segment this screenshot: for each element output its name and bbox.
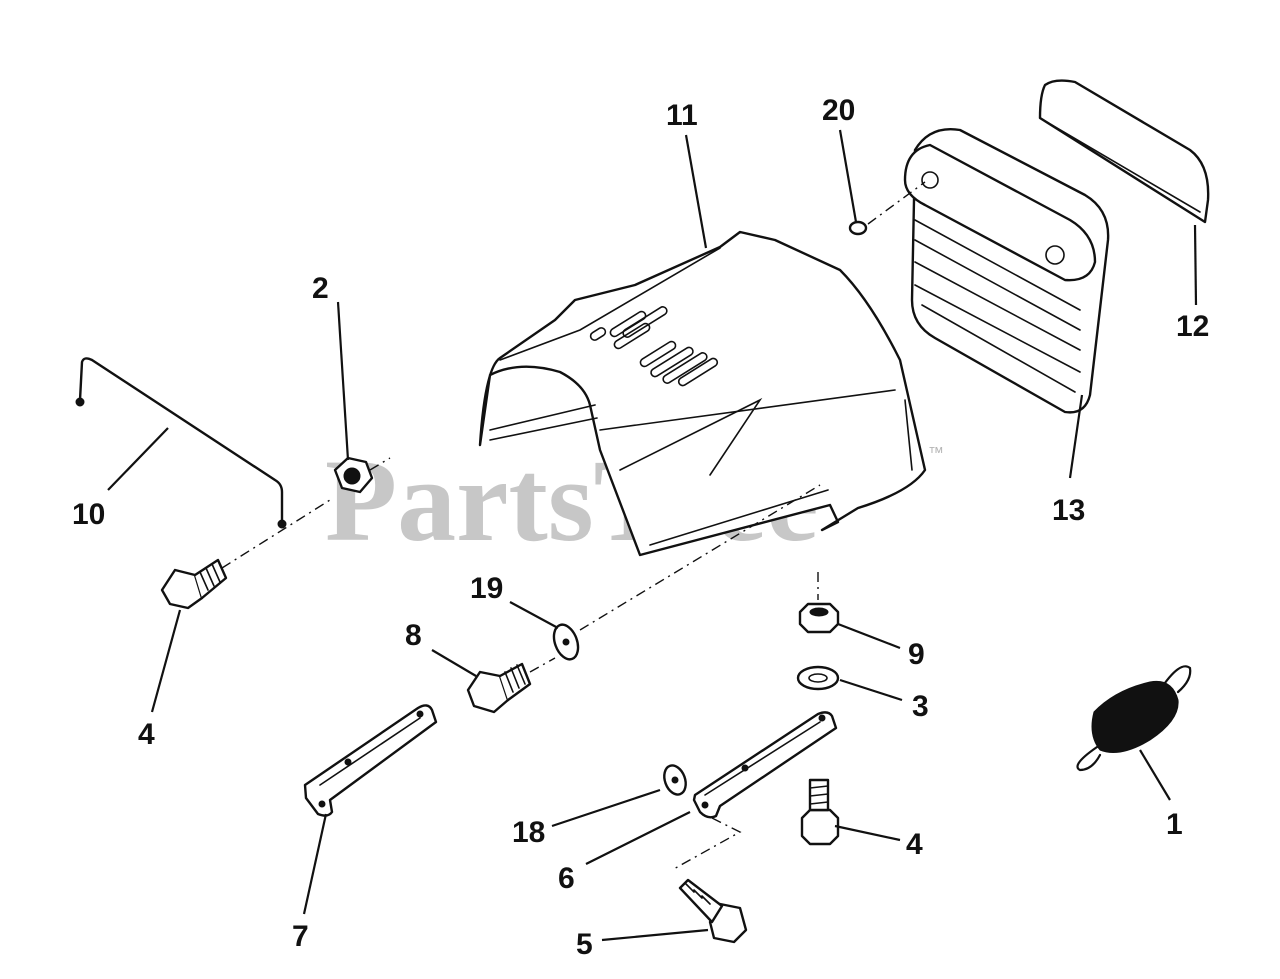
part-12-trim[interactable] <box>1038 79 1210 224</box>
part-6-bracket[interactable] <box>692 711 838 819</box>
part-11-hood[interactable] <box>478 230 927 557</box>
callout-4-left: 4 <box>138 718 155 751</box>
part-10-rod[interactable] <box>75 357 287 529</box>
part-13-grille[interactable] <box>903 128 1110 414</box>
callout-1: 1 <box>1166 808 1183 841</box>
part-1-spring[interactable] <box>1076 665 1192 772</box>
callout-2: 2 <box>312 272 329 305</box>
callout-7: 7 <box>292 920 309 953</box>
part-4-bolt-right[interactable] <box>800 778 840 846</box>
part-9-nut[interactable] <box>798 602 840 634</box>
part-3-washer[interactable] <box>796 665 840 691</box>
part-4-bolt-left[interactable] <box>160 558 228 610</box>
part-7-bracket[interactable] <box>303 704 438 817</box>
callout-20: 20 <box>822 94 855 127</box>
part-20-plug[interactable] <box>848 220 868 236</box>
callout-9: 9 <box>908 638 925 671</box>
part-8-bolt[interactable] <box>466 662 532 714</box>
hood-vents <box>589 306 719 387</box>
callout-10: 10 <box>72 498 105 531</box>
callout-12: 12 <box>1176 310 1209 343</box>
part-5-bolt[interactable] <box>678 878 748 944</box>
callout-13: 13 <box>1052 494 1085 527</box>
watermark-trademark: ™ <box>928 445 944 462</box>
callout-8: 8 <box>405 619 422 652</box>
part-18-washer[interactable] <box>660 762 689 797</box>
callout-6: 6 <box>558 862 575 895</box>
callout-19: 19 <box>470 572 503 605</box>
callout-18: 18 <box>512 816 545 849</box>
callouts: 2 10 4 11 20 12 13 19 8 9 3 4 1 18 6 7 5 <box>72 94 1209 961</box>
callout-3: 3 <box>912 690 929 723</box>
leader-lines <box>107 129 1198 942</box>
callout-5: 5 <box>576 928 593 961</box>
callout-4-right: 4 <box>906 828 923 861</box>
callout-11: 11 <box>666 99 698 132</box>
part-19-washer[interactable] <box>550 621 583 662</box>
